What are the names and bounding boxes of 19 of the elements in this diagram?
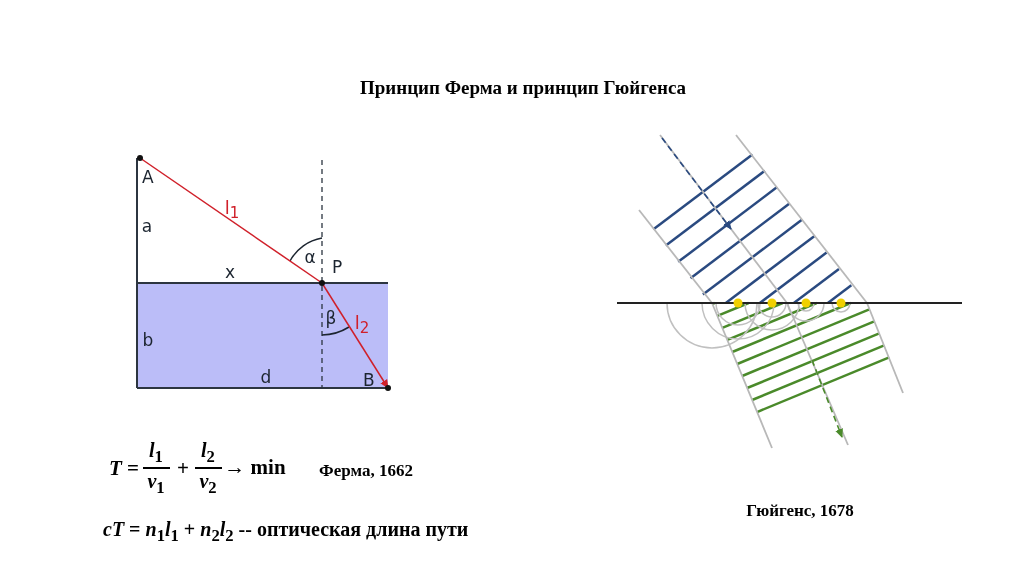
angle-label: α: [304, 248, 316, 266]
edge-label: l$_{2}$: [354, 313, 370, 337]
formula-term: +: [177, 457, 189, 479]
edge-label: l$_{1}$: [224, 198, 240, 222]
variable-label: x: [224, 263, 236, 281]
formula-term: → min: [224, 456, 286, 478]
title: Принцип Ферма и принцип Гюйгенса: [359, 77, 687, 97]
variable-label: a: [141, 217, 153, 235]
formula-term: T =: [109, 457, 139, 479]
angle-label: β: [325, 309, 337, 327]
formula-term: v$_{2}$: [199, 471, 217, 497]
formula-term: l$_{2}$: [201, 440, 215, 466]
variable-label: d: [260, 368, 272, 386]
formula-term: l$_{1}$: [149, 440, 163, 466]
formula-text: cT = n$_{1}$l$_{1}$ + n$_{2}$l$_{2}$ -- оптическая длина пути: [103, 519, 469, 545]
caption-text: Гюйгенс, 1678: [746, 501, 854, 519]
formula-term: v$_{1}$: [147, 471, 165, 497]
variable-label: b: [142, 331, 154, 349]
caption-text: Ферма, 1662: [319, 461, 413, 479]
